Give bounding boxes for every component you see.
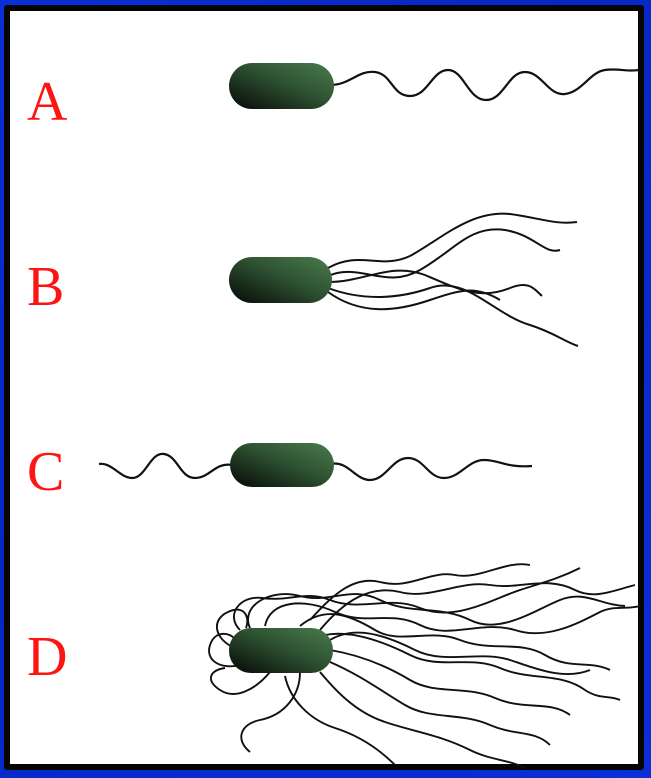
flagellum-c-right [329,456,533,482]
flagellum-c-left [98,452,233,480]
label-b: B [27,256,64,318]
row-c-amphitrichous: C [27,441,533,503]
row-d-peritrichous: D [27,563,641,769]
label-a: A [27,71,68,133]
flagella-tuft-b [327,212,579,347]
cell-body-b [229,257,332,303]
label-d: D [27,626,67,688]
label-c: C [27,441,64,503]
flagella-peritrichous-d [208,563,641,769]
row-b-lophotrichous: B [27,212,579,347]
cell-body-c [230,443,334,487]
flagellum-a [329,68,639,102]
cell-body-d [229,628,333,673]
cell-body-a [229,63,334,109]
row-a-monotrichous: A [27,63,639,133]
